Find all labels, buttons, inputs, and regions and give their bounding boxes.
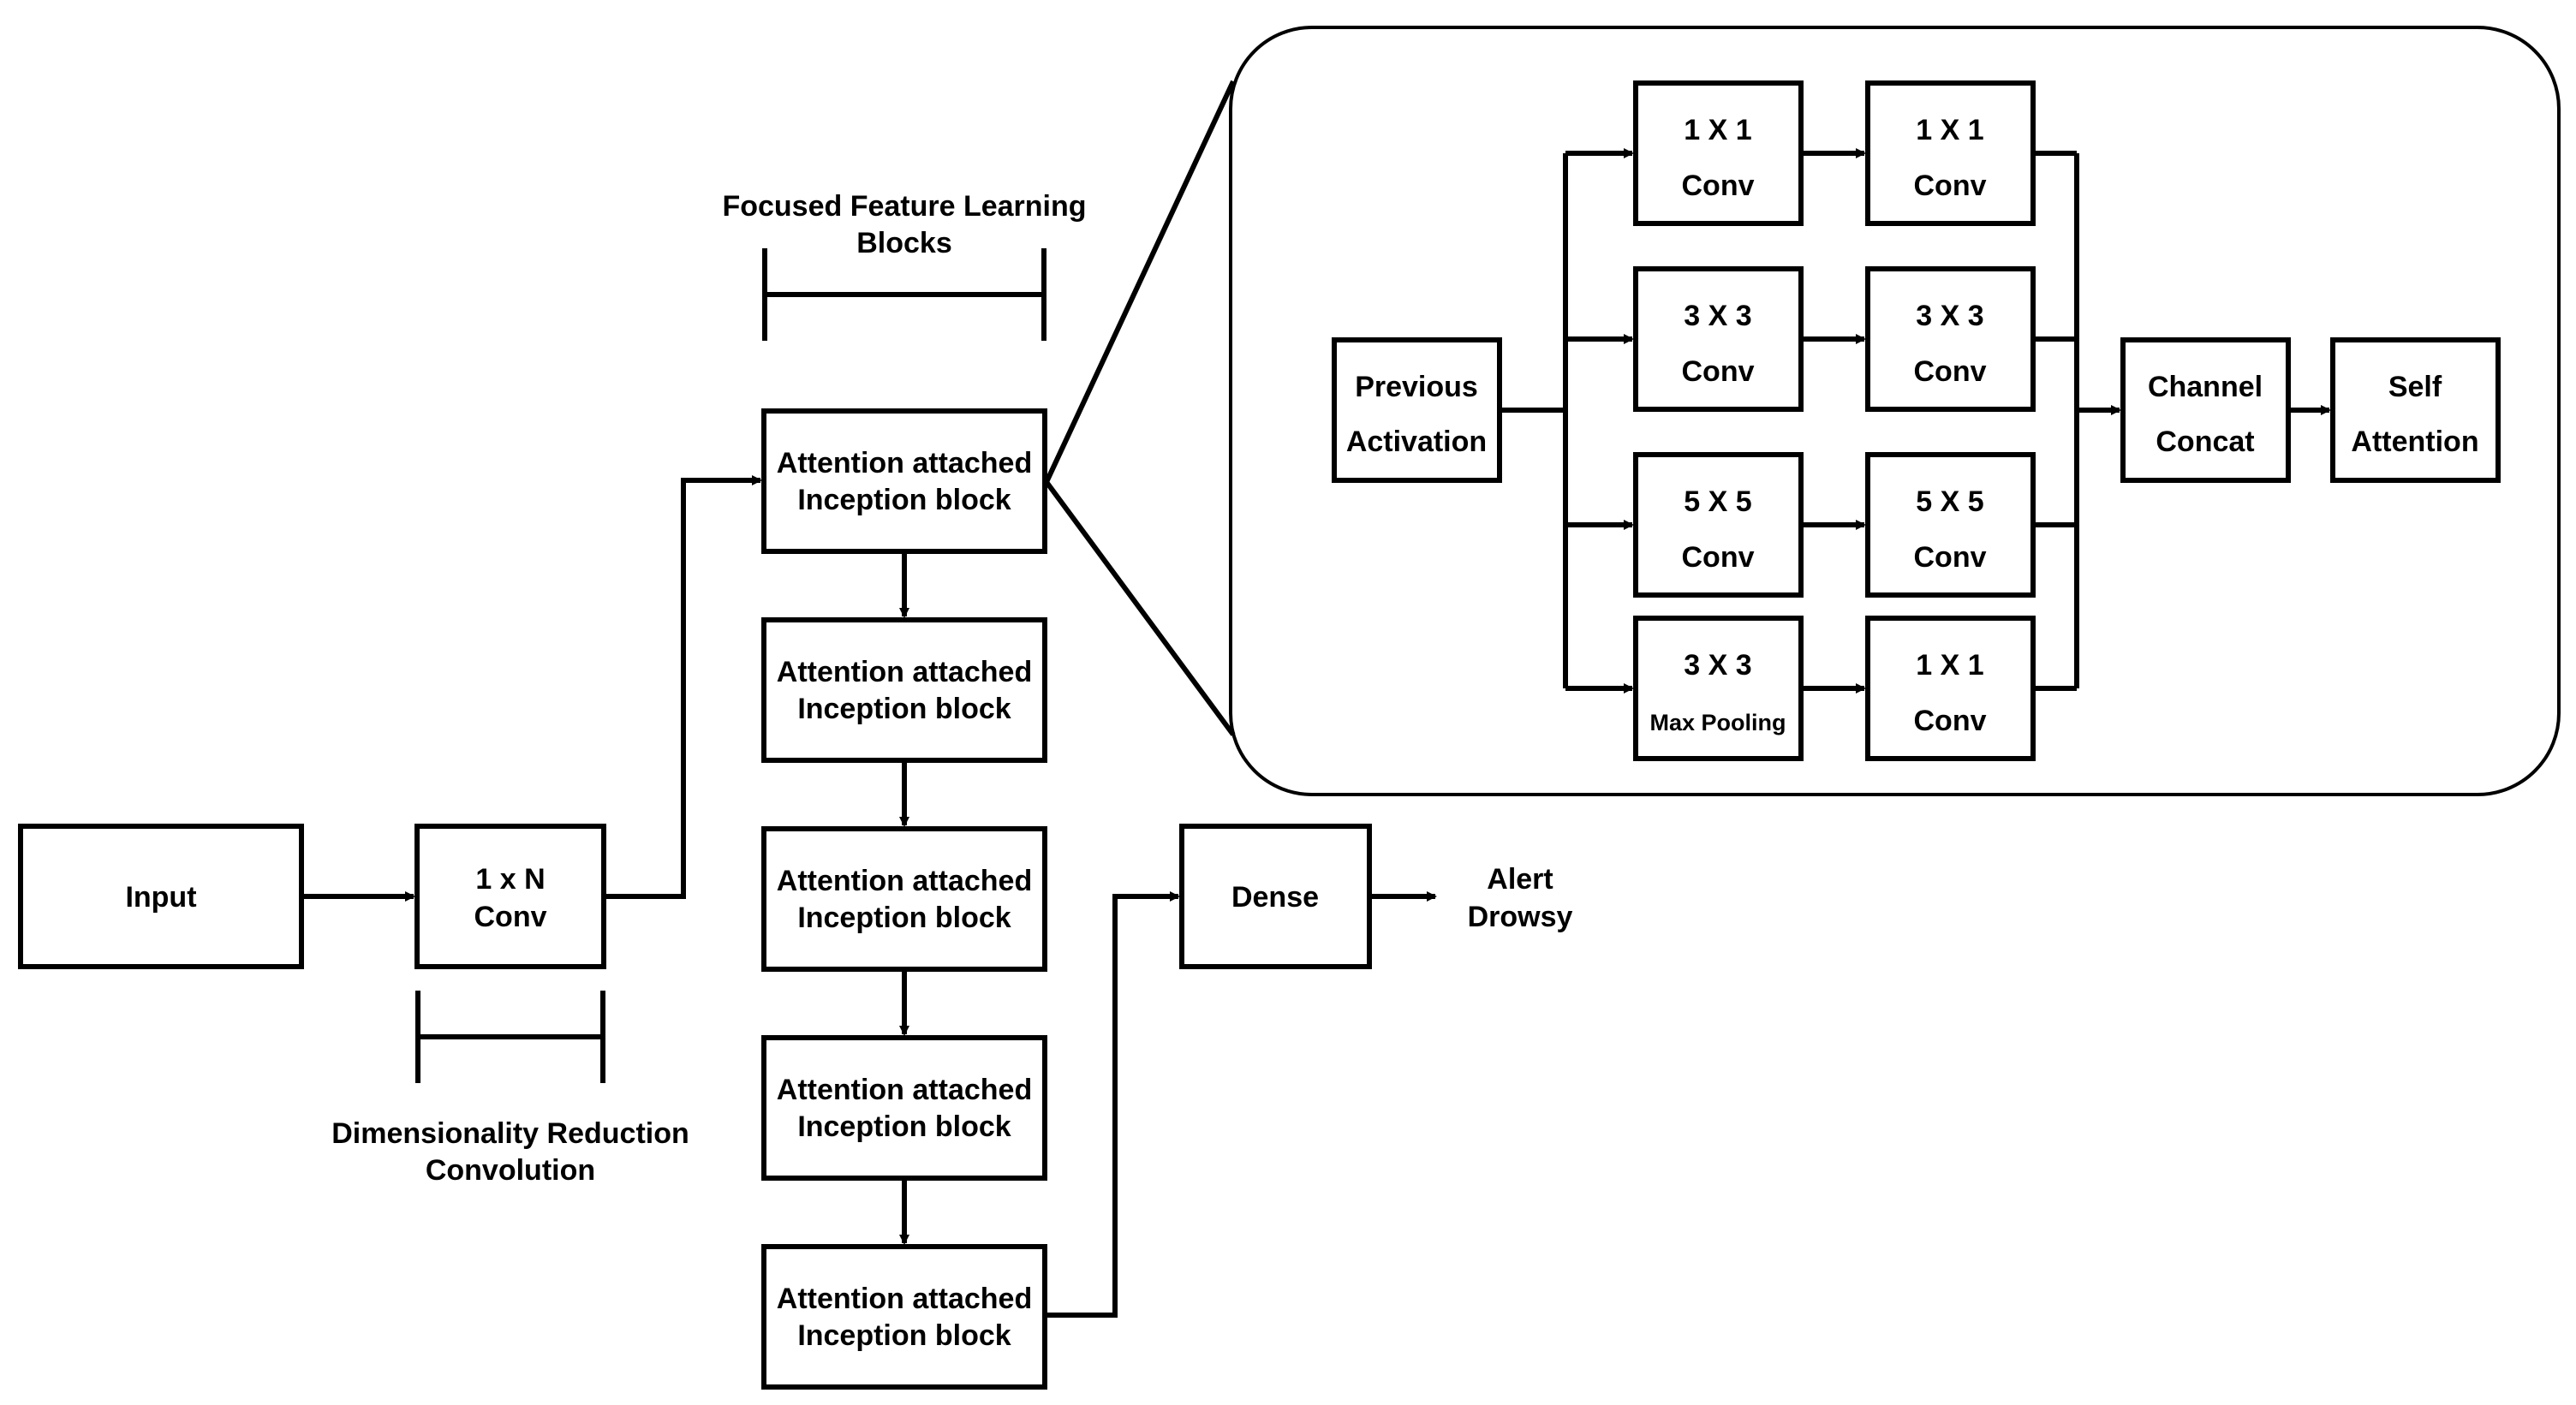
conv-5x5-b-node: 5 X 5 Conv bbox=[1865, 452, 2036, 598]
fan-out-connectors bbox=[1500, 148, 1634, 694]
inception-block-4: Attention attached Inception block bbox=[761, 1035, 1047, 1181]
inception-block-5: Attention attached Inception block bbox=[761, 1244, 1047, 1390]
conv-1xn-node: 1 x N Conv bbox=[414, 824, 606, 969]
arrow-block5-to-dense bbox=[1045, 891, 1180, 1318]
inception-block-2: Attention attached Inception block bbox=[761, 617, 1047, 763]
conv-1x1-a-node: 1 X 1 Conv bbox=[1633, 80, 1804, 226]
conv-1x1-c-node: 1 X 1 Conv bbox=[1865, 616, 2036, 761]
col1-label-1: 3 X 3 bbox=[1684, 649, 1751, 682]
self-attention-node: Self Attention bbox=[2330, 337, 2501, 483]
focused-feature-bracket bbox=[762, 248, 1046, 341]
focused-feature-label-2: Blocks bbox=[856, 227, 952, 259]
focused-feature-label-1: Focused Feature Learning bbox=[722, 190, 1086, 223]
input-node: Input bbox=[18, 824, 304, 969]
conv-1xn-label-1: 1 x N bbox=[475, 863, 545, 896]
zoom-line-bottom bbox=[1044, 480, 1236, 736]
conv-1xn-label-2: Conv bbox=[474, 901, 547, 933]
self-attention-label-1: Self bbox=[2388, 371, 2442, 403]
inception-block-label-2: Inception block bbox=[797, 693, 1011, 725]
inception-block-label-2: Inception block bbox=[797, 1110, 1011, 1143]
col1-label-1: 5 X 5 bbox=[1684, 485, 1751, 518]
col1-label-2: Conv bbox=[1682, 170, 1755, 202]
inception-block-label-1: Attention attached bbox=[777, 865, 1032, 897]
conv-3x3-b-node: 3 X 3 Conv bbox=[1865, 266, 2036, 412]
output-label-drowsy: Drowsy bbox=[1468, 901, 1573, 933]
fan-in-connectors bbox=[2033, 151, 2121, 691]
previous-activation-label-1: Previous bbox=[1355, 371, 1478, 403]
col1-label-1: 3 X 3 bbox=[1684, 300, 1751, 332]
inception-block-3: Attention attached Inception block bbox=[761, 826, 1047, 972]
inception-block-label-1: Attention attached bbox=[777, 656, 1032, 688]
previous-activation-label-2: Activation bbox=[1346, 426, 1487, 458]
inception-block-label-2: Inception block bbox=[797, 484, 1011, 516]
inception-block-label-2: Inception block bbox=[797, 1319, 1011, 1352]
dense-node: Dense bbox=[1179, 824, 1372, 969]
col2-label-2: Conv bbox=[1914, 170, 1987, 202]
previous-activation-node: Previous Activation bbox=[1332, 337, 1502, 483]
col1-label-1: 1 X 1 bbox=[1684, 114, 1751, 146]
channel-concat-node: Channel Concat bbox=[2120, 337, 2291, 483]
col2-label-2: Conv bbox=[1914, 541, 1987, 574]
dim-reduction-label-2: Convolution bbox=[426, 1154, 595, 1187]
col2-label-1: 1 X 1 bbox=[1916, 649, 1983, 682]
channel-concat-label-2: Concat bbox=[2156, 426, 2254, 458]
inception-block-label-2: Inception block bbox=[797, 902, 1011, 934]
arrow-conv-to-block1 bbox=[604, 475, 762, 899]
conv-3x3-a-node: 3 X 3 Conv bbox=[1633, 266, 1804, 412]
channel-concat-label-1: Channel bbox=[2148, 371, 2263, 403]
conv-5x5-a-node: 5 X 5 Conv bbox=[1633, 452, 1804, 598]
branch-connectors bbox=[1801, 148, 1866, 694]
max-pooling-node: 3 X 3 Max Pooling bbox=[1633, 616, 1804, 761]
dim-reduction-label-1: Dimensionality Reduction bbox=[331, 1117, 689, 1150]
self-attention-label-2: Attention bbox=[2351, 426, 2478, 458]
inception-block-label-1: Attention attached bbox=[777, 447, 1032, 479]
output-label-alert: Alert bbox=[1487, 863, 1553, 896]
inception-block-label-1: Attention attached bbox=[777, 1283, 1032, 1315]
inception-block-label-1: Attention attached bbox=[777, 1074, 1032, 1106]
col1-label-2: Max Pooling bbox=[1649, 710, 1786, 735]
dense-label: Dense bbox=[1231, 881, 1319, 914]
col2-label-1: 5 X 5 bbox=[1916, 485, 1983, 518]
col2-label-2: Conv bbox=[1914, 355, 1987, 388]
col2-label-1: 1 X 1 bbox=[1916, 114, 1983, 146]
col2-label-2: Conv bbox=[1914, 705, 1987, 737]
col1-label-2: Conv bbox=[1682, 355, 1755, 388]
col2-label-1: 3 X 3 bbox=[1916, 300, 1983, 332]
col1-label-2: Conv bbox=[1682, 541, 1755, 574]
conv-1x1-b-node: 1 X 1 Conv bbox=[1865, 80, 2036, 226]
zoom-line-top bbox=[1044, 80, 1236, 484]
dim-reduction-bracket bbox=[415, 991, 605, 1083]
inception-block-1: Attention attached Inception block bbox=[761, 408, 1047, 554]
input-label: Input bbox=[125, 881, 196, 914]
